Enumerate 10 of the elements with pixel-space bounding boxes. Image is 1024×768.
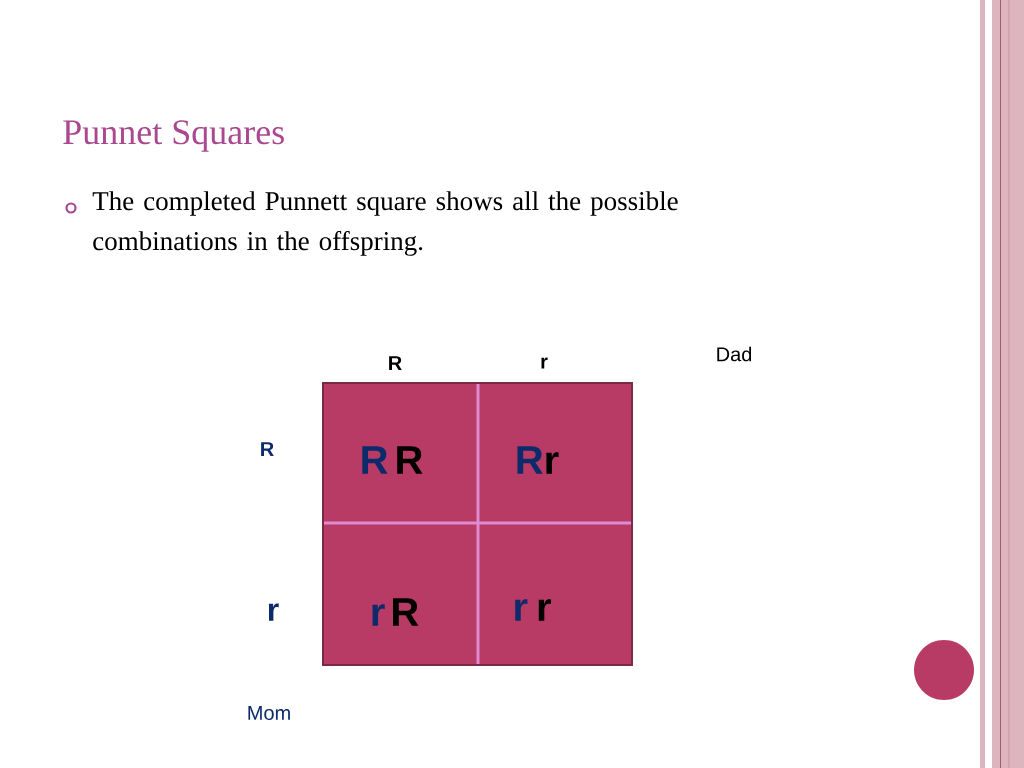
bullet-text: The completed Punnett square shows all the possible combinations in the offspring. (92, 191, 678, 256)
punnett-cell: r r (478, 523, 633, 666)
punnett-cell: r R (323, 523, 479, 666)
title: Punnet Squares (63, 120, 284, 152)
allele-label: r (268, 603, 279, 621)
punnett-cell: Rr (478, 383, 633, 524)
parent-label: Dad (717, 346, 752, 362)
punnett-cell: R R (323, 383, 479, 524)
allele-label: R (261, 442, 274, 456)
parent-label: Mom (248, 706, 290, 720)
